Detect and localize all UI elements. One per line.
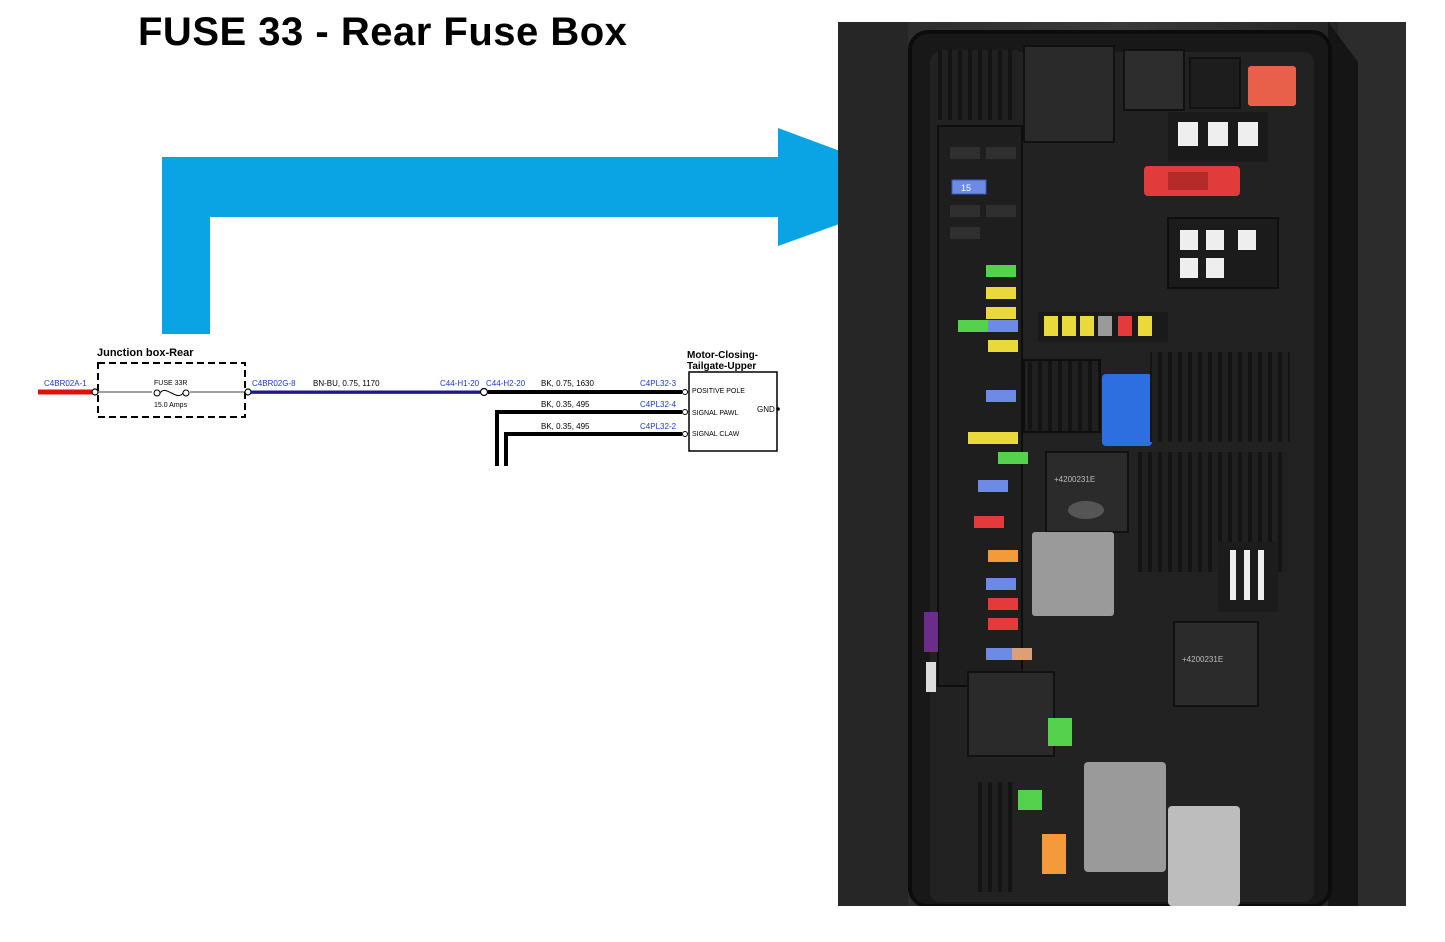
connector-input-label: C4BR02A-1 <box>44 379 87 388</box>
wire-bk-pawl-label: BK, 0.35, 495 <box>541 400 590 409</box>
relay-text-2: +4200231E <box>1182 655 1223 664</box>
blue-arrow <box>162 128 940 334</box>
connector-pin4-label: C4PL32-4 <box>640 400 677 409</box>
fuse-terminal <box>182 389 190 397</box>
motor-box <box>688 371 778 452</box>
motor-gnd: GND <box>757 405 775 414</box>
page-title: FUSE 33 - Rear Fuse Box <box>138 10 628 54</box>
motor-positive-pole: POSITIVE POLE <box>692 388 745 395</box>
motor-signal-pawl: SIGNAL PAWL <box>692 410 739 417</box>
fuse-element <box>159 389 184 397</box>
fuse-box-photo: 15 +4200231E +4200231E <box>838 22 1406 906</box>
wire-bk-claw <box>504 432 682 466</box>
connector-pin <box>91 388 99 396</box>
blue-relay <box>1102 374 1152 446</box>
connector-pin3-label: C4PL32-3 <box>640 379 677 388</box>
fuse-name: FUSE 33R <box>154 380 187 387</box>
connector-inline-pin <box>479 387 489 397</box>
connector-output-label: C4BR02G-8 <box>252 379 296 388</box>
relay-text-1: +4200231E <box>1054 475 1095 484</box>
wire-bk-power-label: BK, 0.75, 1630 <box>541 379 594 388</box>
connector-pin <box>244 388 252 396</box>
fuse-terminal <box>153 389 161 397</box>
highlighted-fuse <box>951 179 987 195</box>
motor-gnd-pin <box>776 407 780 411</box>
motor-title-1: Motor-Closing- <box>687 350 758 361</box>
wire-bk-pawl <box>495 410 682 466</box>
relay-grey <box>1032 532 1114 616</box>
connector-pin2-label: C4PL32-2 <box>640 422 677 431</box>
motor-signal-claw: SIGNAL CLAW <box>692 431 740 438</box>
connector-h2-label: C44-H2-20 <box>486 379 526 388</box>
wire-bk-claw-label: BK, 0.35, 495 <box>541 422 590 431</box>
highlighted-fuse-label: 15 <box>961 183 971 193</box>
relay-dark <box>1045 451 1129 533</box>
motor-pin <box>682 431 688 437</box>
junction-box-outline <box>97 362 246 418</box>
motor-title-2: Tailgate-Upper <box>687 361 756 372</box>
fuse-box-illustration: 15 +4200231E +4200231E <box>838 22 1406 906</box>
fuse-rating: 15.0 Amps <box>154 402 188 409</box>
fuse-slots <box>950 147 1032 660</box>
motor-pin <box>682 389 688 395</box>
junction-box-title: Junction box-Rear <box>97 347 194 359</box>
wire-bnbu-label: BN-BU, 0.75, 1170 <box>313 379 380 388</box>
motor-pin <box>682 409 688 415</box>
fuse-column <box>937 125 1023 687</box>
connector-h1-label: C44-H1-20 <box>440 379 480 388</box>
